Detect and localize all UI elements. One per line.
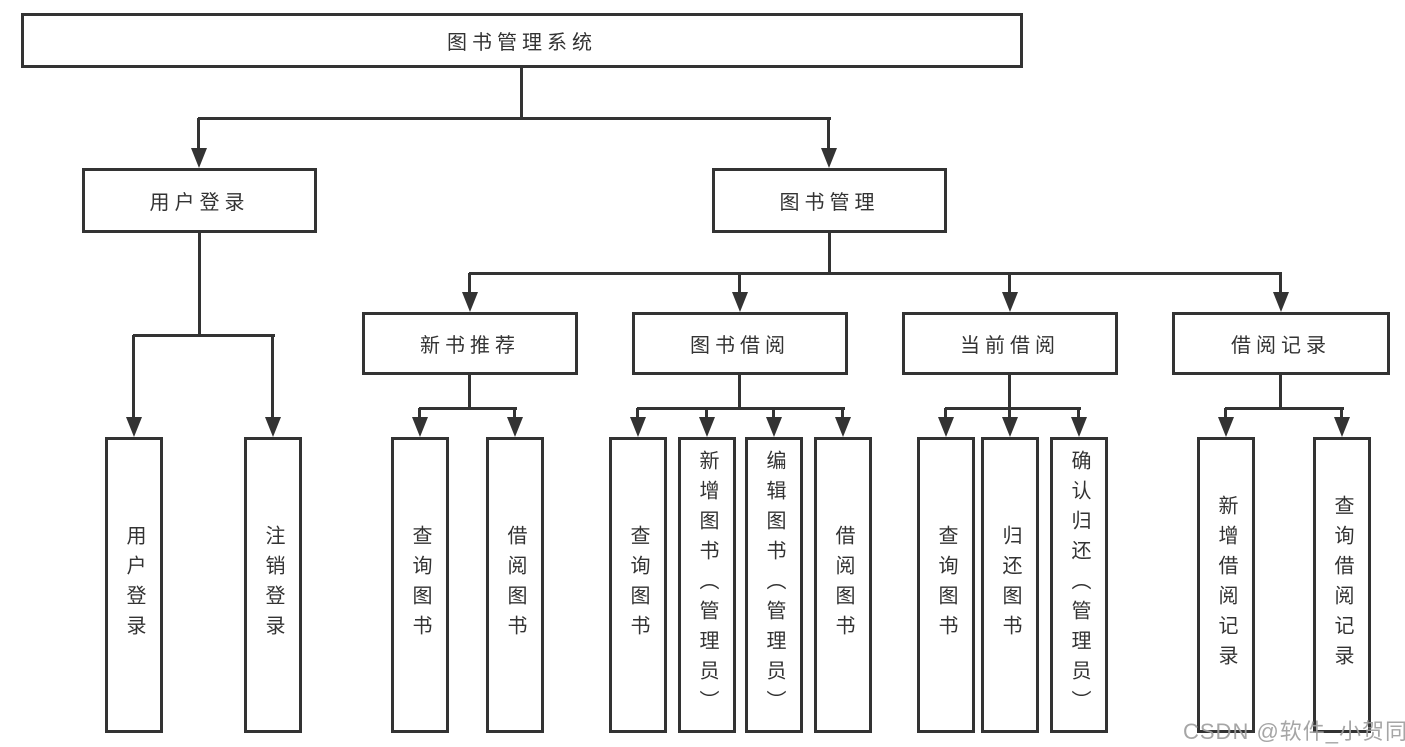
arrow-to-leaf-borrow-books-2 — [835, 408, 851, 437]
leaf-logout-label: 注销登录 — [262, 525, 284, 645]
arrow-to-user-login — [191, 118, 207, 168]
leaf-add-book-admin-label: 新增图书（管理员） — [696, 450, 718, 720]
node-user-login: 用户登录 — [82, 168, 317, 233]
arrow-to-leaf-borrow-books-1 — [507, 408, 523, 437]
connector-root-bar — [198, 117, 831, 120]
arrow-to-leaf-add-record — [1218, 408, 1234, 437]
leaf-borrow-books-2-label: 借阅图书 — [832, 525, 854, 645]
leaf-return-book-label: 归还图书 — [999, 525, 1021, 645]
node-book-borrow-label: 图书借阅 — [690, 335, 790, 357]
connector-borrow-records-bar — [1225, 407, 1344, 410]
node-book-mgmt: 图书管理 — [712, 168, 947, 233]
leaf-query-books-2-label: 查询图书 — [627, 525, 649, 645]
leaf-logout: 注销登录 — [244, 437, 302, 733]
node-new-books-label: 新书推荐 — [420, 335, 520, 357]
leaf-borrow-books-1-label: 借阅图书 — [504, 525, 526, 645]
leaf-add-borrow-record-label: 新增借阅记录 — [1215, 495, 1237, 675]
leaf-query-books-1: 查询图书 — [391, 437, 449, 733]
leaf-edit-book-admin: 编辑图书（管理员） — [745, 437, 803, 733]
leaf-confirm-return-admin-label: 确认归还（管理员） — [1068, 450, 1090, 720]
arrow-to-leaf-query-books-2 — [630, 408, 646, 437]
arrow-to-leaf-confirm-return — [1071, 408, 1087, 437]
leaf-query-books-3-label: 查询图书 — [935, 525, 957, 645]
node-root-label: 图书管理系统 — [447, 32, 597, 54]
connector-book-borrow-bar — [637, 407, 845, 410]
leaf-return-book: 归还图书 — [981, 437, 1039, 733]
connector-current-borrow-bar — [945, 407, 1081, 410]
connector-user-login-bar — [133, 334, 275, 337]
leaf-query-books-2: 查询图书 — [609, 437, 667, 733]
arrow-to-leaf-edit-book — [766, 408, 782, 437]
leaf-confirm-return-admin: 确认归还（管理员） — [1050, 437, 1108, 733]
node-current-borrow: 当前借阅 — [902, 312, 1118, 375]
leaf-add-borrow-record: 新增借阅记录 — [1197, 437, 1255, 733]
leaf-query-books-3: 查询图书 — [917, 437, 975, 733]
node-borrow-records-label: 借阅记录 — [1231, 335, 1331, 357]
connector-new-books-stem — [468, 375, 471, 408]
arrow-to-new-books — [462, 273, 478, 312]
connector-current-borrow-stem — [1008, 375, 1011, 408]
node-new-books: 新书推荐 — [362, 312, 578, 375]
arrow-to-leaf-add-book — [699, 408, 715, 437]
connector-book-mgmt-stem — [828, 233, 831, 273]
node-user-login-label: 用户登录 — [149, 192, 250, 214]
arrow-to-current-borrow — [1002, 273, 1018, 312]
arrow-to-leaf-query-books-1 — [412, 408, 428, 437]
leaf-query-books-1-label: 查询图书 — [409, 525, 431, 645]
arrow-to-borrow-records — [1273, 273, 1289, 312]
node-borrow-records: 借阅记录 — [1172, 312, 1390, 375]
leaf-query-borrow-record-label: 查询借阅记录 — [1331, 495, 1353, 675]
connector-borrow-records-stem — [1279, 375, 1282, 408]
csdn-watermark: CSDN @软件_小贺同学 — [1183, 719, 1405, 744]
connector-root-stem — [520, 68, 523, 118]
leaf-query-borrow-record: 查询借阅记录 — [1313, 437, 1371, 733]
connector-book-borrow-stem — [738, 375, 741, 408]
connector-new-books-bar — [419, 407, 517, 410]
arrow-to-leaf-user-login — [126, 335, 142, 437]
arrow-to-leaf-logout — [265, 335, 281, 437]
leaf-add-book-admin: 新增图书（管理员） — [678, 437, 736, 733]
connector-user-login-stem — [198, 233, 201, 335]
leaf-user-login-label: 用户登录 — [123, 525, 145, 645]
node-root: 图书管理系统 — [21, 13, 1023, 68]
arrow-to-book-borrow — [732, 273, 748, 312]
arrow-to-leaf-return-book — [1002, 408, 1018, 437]
node-book-mgmt-label: 图书管理 — [779, 192, 880, 214]
arrow-to-book-mgmt — [821, 118, 837, 168]
leaf-borrow-books-2: 借阅图书 — [814, 437, 872, 733]
arrow-to-leaf-query-record — [1334, 408, 1350, 437]
leaf-borrow-books-1: 借阅图书 — [486, 437, 544, 733]
connector-book-mgmt-bar — [469, 272, 1282, 275]
leaf-user-login: 用户登录 — [105, 437, 163, 733]
node-book-borrow: 图书借阅 — [632, 312, 848, 375]
leaf-edit-book-admin-label: 编辑图书（管理员） — [763, 450, 785, 720]
arrow-to-leaf-query-books-3 — [938, 408, 954, 437]
node-current-borrow-label: 当前借阅 — [960, 335, 1060, 357]
